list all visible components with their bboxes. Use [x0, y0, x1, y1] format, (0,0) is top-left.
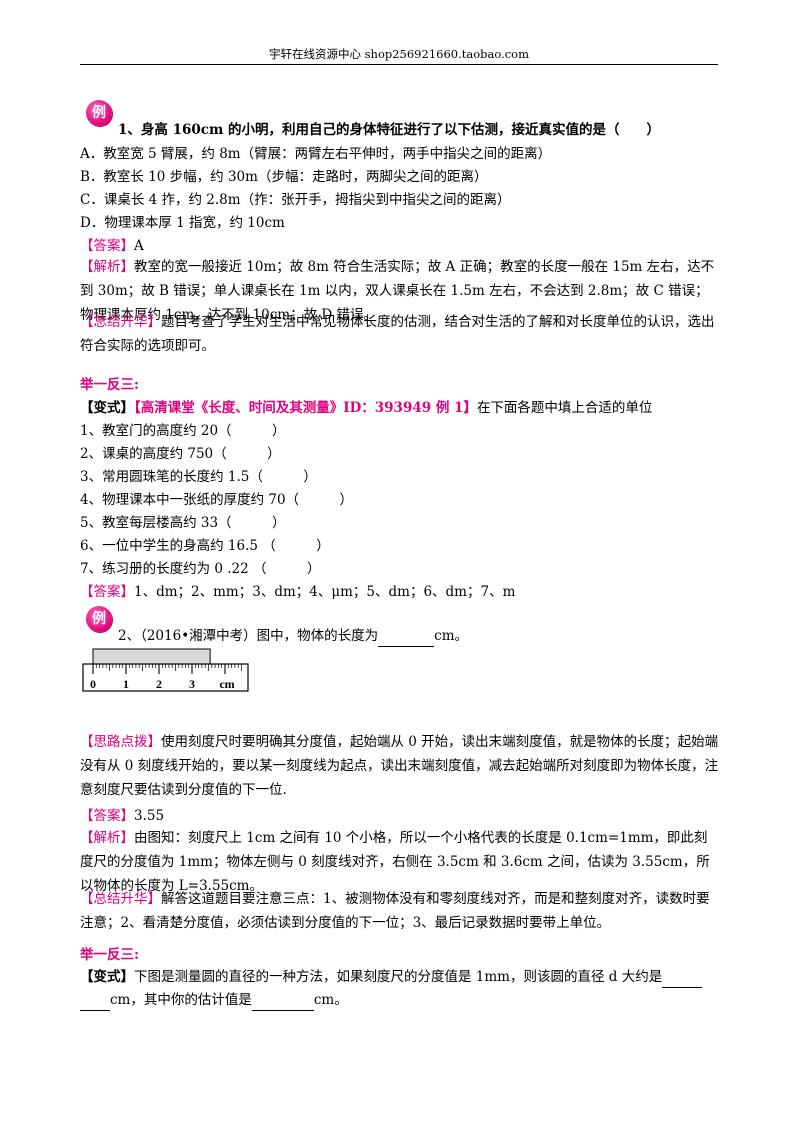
practice2-variant-line2: ​cm，其中你的估计值是​cm。 — [80, 990, 720, 1011]
ruler-tick-label: 3 — [189, 677, 195, 691]
hint-text: 使用刻度尺时要明确其分度值，起始端从 0 开始，读出末端刻度值，就是物体的长度；… — [80, 734, 719, 798]
measured-object — [92, 648, 211, 665]
practice1-item-5: 5、教室每层楼高约 33（ ） — [80, 515, 286, 531]
variant-text-3: cm。 — [313, 992, 348, 1008]
page-header: 宇轩在线资源中心 shop256921660.taobao.com — [80, 46, 718, 65]
practice1-answer: 【答案】1、dm；2、mm；3、dm；4、μm；5、dm；6、dm；7、m — [80, 582, 720, 602]
summary-tag: 【总结升华】 — [80, 314, 161, 330]
variant-text-1: 下图是测量圆的直径的一种方法，如果刻度尺的分度值是 1mm，则该圆的直径 d 大… — [134, 969, 663, 985]
ex2-question-before: 2、（2016•湘潭中考）图中，物体的长度为 — [118, 628, 379, 644]
ruler-unit-label: cm — [219, 677, 234, 691]
example-badge-icon: 例 — [86, 606, 112, 632]
hint-tag: 【思路点拨】 — [80, 734, 161, 750]
ex1-question: 1、身高 160cm 的小明，利用自己的身体特征进行了以下估测，接近真实值的是（… — [118, 120, 758, 140]
variant-tag: 【变式】 — [80, 400, 134, 416]
practice1-variant: 【变式】【高清课堂《长度、时间及其测量》ID：393949 例 1】在下面各题中… — [80, 398, 720, 418]
analysis-text: 教室的宽一般接近 10m；故 8m 符合生活实际；故 A 正确；教室的长度一般在… — [80, 259, 715, 323]
practice2-heading: 举一反三: — [80, 947, 139, 963]
ex2-hint: 【思路点拨】使用刻度尺时要明确其分度值，起始端从 0 开始，读出末端刻度值，就是… — [80, 730, 720, 802]
variant-text-2: cm，其中你的估计值是 — [110, 992, 252, 1008]
ruler-figure: 0 1 2 3 cm — [82, 648, 249, 692]
answer-tag: 【答案】 — [80, 238, 134, 254]
ex1-analysis: 【解析】教室的宽一般接近 10m；故 8m 符合生活实际；故 A 正确；教室的长… — [80, 255, 720, 327]
ex1-option-c: C．课桌长 4 拃，约 2.8m（拃：张开手，拇指尖到中指尖之间的距离） — [80, 192, 511, 208]
diameter-blank-part1: ​ — [662, 967, 703, 988]
ex1-question-text: 1、身高 160cm 的小明，利用自己的身体特征进行了以下估测，接近真实值的是（… — [118, 122, 660, 138]
analysis-tag: 【解析】 — [80, 830, 134, 846]
ruler-tick-label: 2 — [156, 677, 162, 691]
header-text: 宇轩在线资源中心 shop256921660.taobao.com — [268, 47, 530, 61]
practice1-item-4: 4、物理课本中一张纸的厚度约 70（ ） — [80, 492, 354, 508]
summary-text: 解答这道题目要注意三点：1、被测物体没有和零刻度线对齐，而是和整刻度对齐，读数时… — [80, 891, 710, 931]
ex1-option-d: D．物理课本厚 1 指宽，约 10cm — [80, 215, 285, 231]
estimate-blank: ​ — [251, 990, 314, 1011]
ex1-option-a: A．教室宽 5 臂展，约 8m（臂展：两臂左右平伸时，两手中指尖之间的距离） — [80, 146, 552, 162]
ruler-tick-label: 0 — [90, 677, 96, 691]
answer-tag: 【答案】 — [80, 584, 134, 600]
practice1-heading: 举一反三: — [80, 377, 139, 393]
answer-blank: ​ — [378, 626, 435, 647]
example-badge-icon: 例 — [86, 100, 112, 126]
variant-ref: 【高清课堂《长度、时间及其测量》ID：393949 例 1】 — [134, 400, 477, 416]
answer-value: A — [134, 238, 144, 254]
answer-value: 3.55 — [134, 808, 165, 824]
practice1-item-2: 2、课桌的高度约 750（ ） — [80, 446, 281, 462]
practice1-item-6: 6、一位中学生的身高约 16.5 （ ） — [80, 538, 330, 554]
variant-tag: 【变式】 — [80, 969, 134, 985]
practice1-item-3: 3、常用圆珠笔的长度约 1.5（ ） — [80, 469, 317, 485]
ruler-tick-label: 1 — [123, 677, 129, 691]
summary-text: 题目考查了学生对生活中常见物体长度的估测，结合对生活的了解和对长度单位的认识，选… — [80, 314, 715, 354]
summary-tag: 【总结升华】 — [80, 891, 161, 907]
ruler-body — [82, 663, 249, 692]
ex2-question-after: cm。 — [434, 628, 469, 644]
answer-tag: 【答案】 — [80, 808, 134, 824]
practice2-variant-line1: 【变式】下图是测量圆的直径的一种方法，如果刻度尺的分度值是 1mm，则该圆的直径… — [80, 967, 720, 988]
variant-text: 在下面各题中填上合适的单位 — [476, 400, 653, 416]
practice1-item-1: 1、教室门的高度约 20（ ） — [80, 423, 286, 439]
practice1-item-7: 7、练习册的长度约为 0 .22 （ ） — [80, 561, 321, 577]
ex2-summary: 【总结升华】解答这道题目要注意三点：1、被测物体没有和零刻度线对齐，而是和整刻度… — [80, 887, 720, 935]
analysis-text: 由图知：刻度尺上 1cm 之间有 10 个小格，所以一个小格代表的长度是 0.1… — [80, 830, 710, 894]
ex2-question: 2、（2016•湘潭中考）图中，物体的长度为​cm。 — [118, 626, 758, 647]
ex2-analysis: 【解析】由图知：刻度尺上 1cm 之间有 10 个小格，所以一个小格代表的长度是… — [80, 826, 720, 898]
diameter-blank-part2: ​ — [80, 990, 110, 1011]
ex1-option-b: B．教室长 10 步幅，约 30m（步幅：走路时，两脚尖之间的距离） — [80, 169, 488, 185]
ex1-summary: 【总结升华】题目考查了学生对生活中常见物体长度的估测，结合对生活的了解和对长度单… — [80, 310, 720, 358]
answer-value: 1、dm；2、mm；3、dm；4、μm；5、dm；6、dm；7、m — [134, 584, 516, 600]
ex1-answer: 【答案】A — [80, 236, 720, 256]
analysis-tag: 【解析】 — [80, 259, 134, 275]
ex2-answer: 【答案】3.55 — [80, 806, 720, 826]
